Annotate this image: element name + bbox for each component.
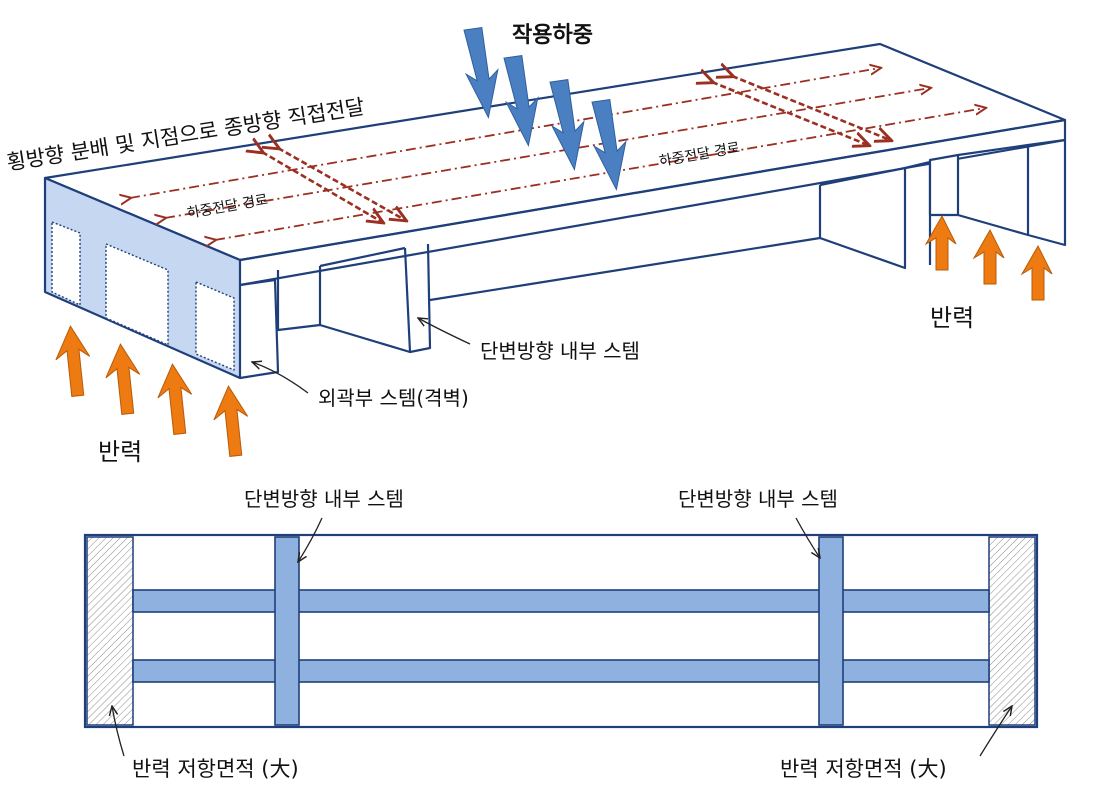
reaction-area-label-left: 반력 저항면적 (大) bbox=[132, 757, 299, 781]
reaction-arrow bbox=[105, 343, 141, 415]
end-face-panel bbox=[105, 243, 169, 346]
reaction-arrow bbox=[55, 325, 91, 397]
outer-stem-3d-right bbox=[928, 153, 960, 217]
plan-leader-right bbox=[795, 517, 820, 558]
end-face-panel bbox=[51, 221, 81, 306]
reaction-arrow bbox=[213, 385, 249, 457]
reaction-label-right: 반력 bbox=[930, 304, 974, 332]
load-arrow bbox=[549, 79, 585, 172]
inner-stem-3d-left-b bbox=[403, 243, 432, 354]
reaction-leader-right bbox=[979, 706, 1012, 757]
plan-inner-stem-label-left: 단변방향 내부 스템 bbox=[244, 487, 404, 511]
reaction-area-right bbox=[988, 536, 1036, 726]
outer-stem-right-face bbox=[957, 138, 1067, 247]
reaction-arrow bbox=[1020, 244, 1053, 301]
plan-inner-stem-label-right: 단변방향 내부 스템 bbox=[678, 487, 838, 511]
inner-stem-label: 단변방향 내부 스템 bbox=[480, 339, 640, 363]
load-arrow bbox=[591, 99, 627, 192]
inner-stem-3d-right bbox=[819, 166, 907, 270]
reaction-arrow bbox=[924, 214, 957, 271]
transverse-paths bbox=[262, 76, 890, 222]
plan-outline bbox=[83, 533, 1039, 729]
inner-stem-3d-right-b bbox=[904, 160, 932, 265]
transverse-arrow bbox=[278, 148, 405, 220]
applied-load-label: 작용하중 bbox=[512, 23, 593, 48]
reaction-label-left: 반력 bbox=[98, 438, 142, 466]
plan-view bbox=[83, 533, 1039, 729]
inner-stem-3d-left bbox=[276, 266, 322, 332]
plan-leader-left bbox=[298, 517, 323, 562]
reaction-arrow bbox=[157, 363, 193, 435]
plan-inner-stem-left bbox=[274, 536, 300, 726]
load-arrow bbox=[463, 27, 499, 120]
web-left bbox=[319, 246, 411, 354]
end-face-panel bbox=[195, 281, 235, 371]
reaction-arrows-left bbox=[55, 325, 249, 457]
outer-stem-label: 외곽부 스템(격벽) bbox=[318, 386, 469, 410]
reaction-arrows-right bbox=[924, 214, 1053, 301]
applied-load-arrows bbox=[463, 27, 627, 192]
transverse-arrow bbox=[732, 76, 890, 140]
reaction-leader-left bbox=[112, 706, 125, 757]
reaction-area-label-right: 반력 저항면적 (大) bbox=[780, 757, 947, 781]
outer-stem-leader bbox=[252, 362, 309, 394]
reaction-area-left bbox=[86, 536, 134, 726]
longitudinal-stem-bottom bbox=[132, 659, 990, 683]
longitudinal-stem-top bbox=[132, 589, 990, 613]
outer-stem-3d bbox=[239, 278, 280, 380]
load-arrow bbox=[503, 55, 539, 148]
inner-stem-leader bbox=[418, 318, 471, 345]
plan-inner-stem-right bbox=[818, 536, 844, 726]
reaction-arrow bbox=[972, 228, 1005, 285]
